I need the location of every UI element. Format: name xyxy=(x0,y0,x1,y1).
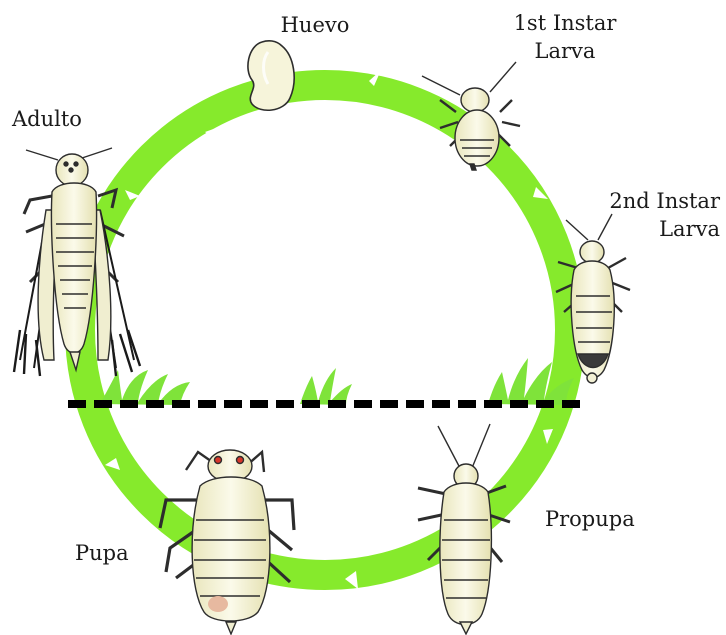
label-second-instar-line2: Larva xyxy=(580,216,720,242)
label-pupa: Pupa xyxy=(75,540,129,566)
grass-tuft-center xyxy=(300,368,352,405)
label-egg: Huevo xyxy=(270,12,360,38)
pupa-illustration xyxy=(160,450,294,634)
cycle-ring xyxy=(80,85,570,575)
grass-tuft-left xyxy=(100,370,190,405)
label-second-instar-line1: 2nd Instar xyxy=(580,188,720,214)
grass-tufts xyxy=(100,358,574,405)
label-first-instar-line2: Larva xyxy=(505,38,625,64)
propupa-illustration xyxy=(418,424,510,634)
label-first-instar-line1: 1st Instar xyxy=(505,10,625,36)
egg-illustration xyxy=(248,41,294,110)
label-adult: Adulto xyxy=(12,106,82,132)
label-propupa: Propupa xyxy=(545,506,635,532)
